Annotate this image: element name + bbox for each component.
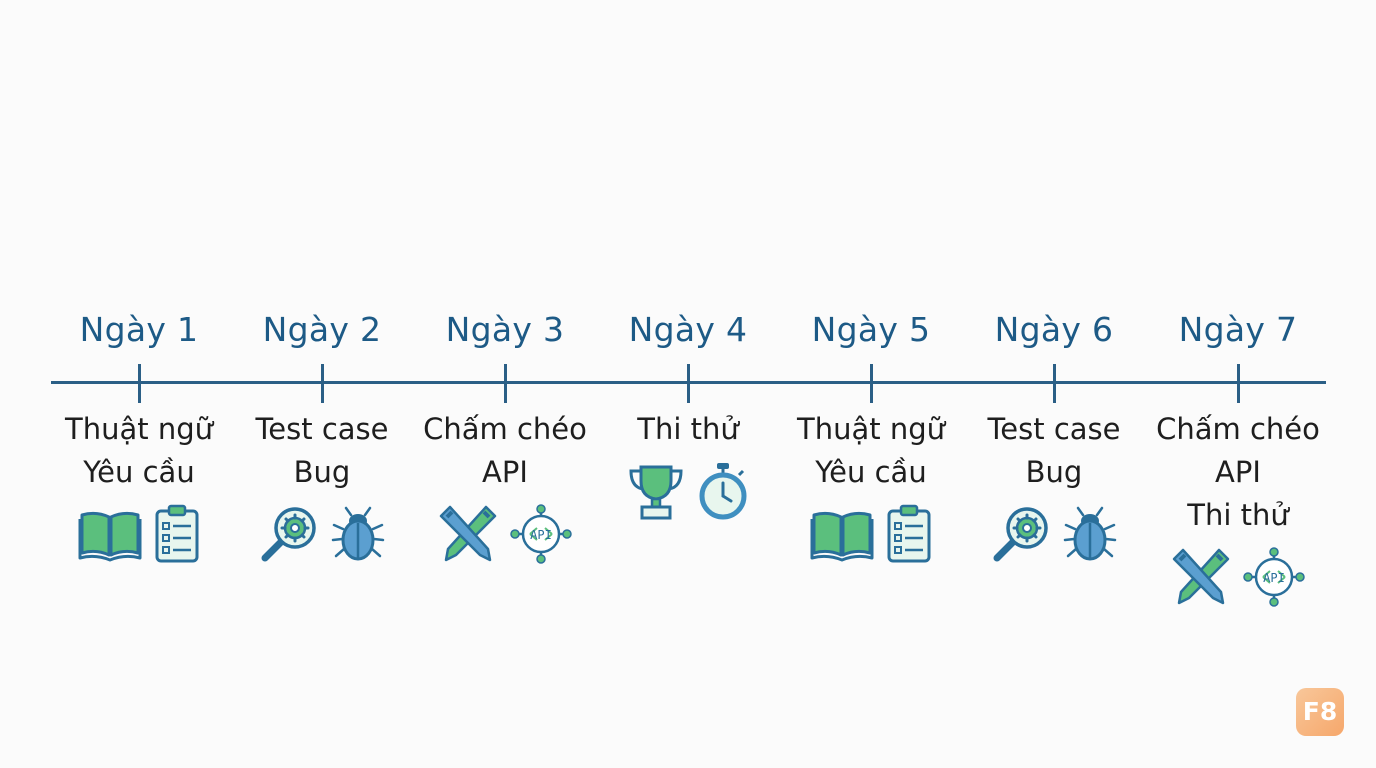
timeline-tick bbox=[870, 364, 873, 403]
timeline-tick bbox=[321, 364, 324, 403]
topic-label: Chấm chéo bbox=[1156, 412, 1320, 446]
day-icons bbox=[47, 504, 231, 564]
magnifier-gear-icon bbox=[991, 504, 1051, 564]
topic-label: Thuật ngữ bbox=[64, 412, 213, 446]
topic-label: Test case bbox=[255, 412, 389, 446]
bug-icon bbox=[331, 505, 385, 563]
timeline-tick bbox=[138, 364, 141, 403]
day-icons bbox=[779, 504, 963, 564]
book-icon bbox=[810, 505, 874, 563]
bug-icon bbox=[1063, 505, 1117, 563]
topic-label: API bbox=[482, 455, 528, 489]
topic-label: Thi thử bbox=[1187, 498, 1289, 532]
trophy-icon bbox=[627, 461, 685, 521]
day-topics: Test case Bug bbox=[230, 408, 414, 494]
topic-label: Thi thử bbox=[637, 412, 739, 446]
api-icon: API bbox=[1243, 547, 1305, 607]
timeline-tick bbox=[1053, 364, 1056, 403]
day-topics: Test case Bug bbox=[962, 408, 1146, 494]
timeline-tick bbox=[687, 364, 690, 403]
day-1: Ngày 1 Thuật ngữ Yêu cầu bbox=[47, 300, 231, 564]
f8-logo: F8 bbox=[1296, 688, 1344, 736]
topic-label: Chấm chéo bbox=[423, 412, 587, 446]
book-icon bbox=[78, 505, 142, 563]
api-icon: API bbox=[510, 504, 572, 564]
day-icons bbox=[962, 504, 1146, 564]
crossed-pens-icon bbox=[1171, 547, 1231, 607]
checklist-icon bbox=[886, 504, 932, 564]
svg-text:API: API bbox=[1263, 571, 1285, 585]
day-label: Ngày 4 bbox=[628, 310, 748, 349]
day-2: Ngày 2 Test case Bug bbox=[230, 300, 414, 564]
timeline-tick bbox=[504, 364, 507, 403]
day-3: Ngày 3 Chấm chéo API API bbox=[413, 300, 597, 564]
day-label: Ngày 5 bbox=[811, 310, 931, 349]
day-label: Ngày 6 bbox=[994, 310, 1114, 349]
day-4: Ngày 4 Thi thử bbox=[596, 300, 780, 521]
topic-label: Yêu cầu bbox=[815, 455, 927, 489]
topic-label: API bbox=[1215, 455, 1261, 489]
day-icons: API bbox=[413, 504, 597, 564]
checklist-icon bbox=[154, 504, 200, 564]
day-topics: Chấm chéo API Thi thử bbox=[1146, 408, 1330, 537]
day-label: Ngày 2 bbox=[262, 310, 382, 349]
stopwatch-icon bbox=[697, 461, 749, 521]
topic-label: Yêu cầu bbox=[83, 455, 195, 489]
day-label: Ngày 7 bbox=[1178, 310, 1298, 349]
crossed-pens-icon bbox=[438, 504, 498, 564]
topic-label: Bug bbox=[1025, 455, 1083, 489]
topic-label: Bug bbox=[293, 455, 351, 489]
svg-text:API: API bbox=[530, 528, 552, 542]
day-topics: Thuật ngữ Yêu cầu bbox=[779, 408, 963, 494]
day-icons: API bbox=[1146, 547, 1330, 607]
topic-label: Thuật ngữ bbox=[796, 412, 945, 446]
day-topics: Chấm chéo API bbox=[413, 408, 597, 494]
day-topics: Thi thử bbox=[596, 408, 780, 451]
topic-label: Test case bbox=[987, 412, 1121, 446]
day-7: Ngày 7 Chấm chéo API Thi thử API bbox=[1146, 300, 1330, 607]
day-5: Ngày 5 Thuật ngữ Yêu cầu bbox=[779, 300, 963, 564]
timeline-tick bbox=[1237, 364, 1240, 403]
day-icons bbox=[230, 504, 414, 564]
day-icons bbox=[596, 461, 780, 521]
day-label: Ngày 1 bbox=[79, 310, 199, 349]
day-label: Ngày 3 bbox=[445, 310, 565, 349]
magnifier-gear-icon bbox=[259, 504, 319, 564]
day-6: Ngày 6 Test case Bug bbox=[962, 300, 1146, 564]
day-topics: Thuật ngữ Yêu cầu bbox=[47, 408, 231, 494]
